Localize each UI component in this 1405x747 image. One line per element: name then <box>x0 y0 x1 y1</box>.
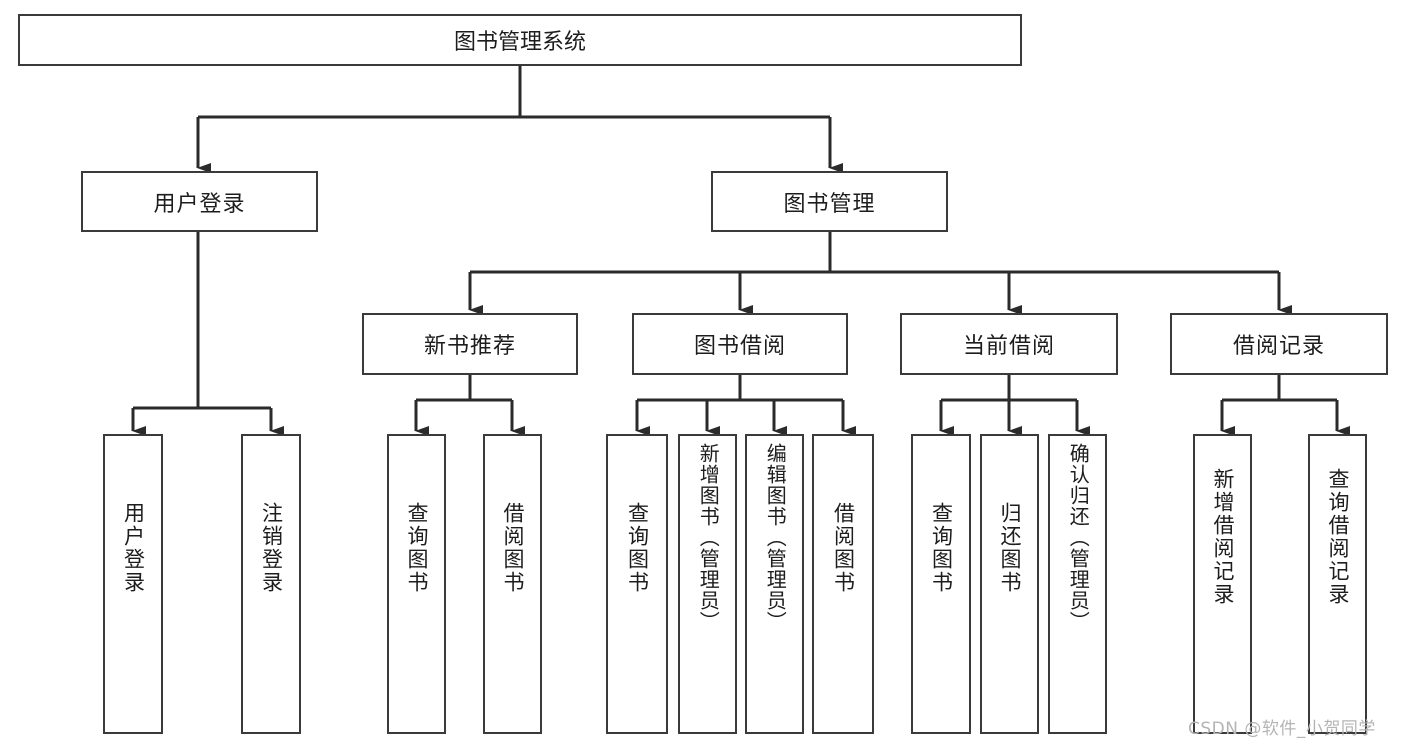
node-leaf-query-book-1[interactable]: 查询图书 <box>387 434 446 734</box>
node-leaf-add-record[interactable]: 新增借阅记录 <box>1193 434 1252 734</box>
node-leaf-confirm-return-label: 确认归还（管理员） <box>1066 443 1091 632</box>
node-leaf-user-login[interactable]: 用户登录 <box>103 434 163 734</box>
node-leaf-query-book-2[interactable]: 查询图书 <box>606 434 668 734</box>
node-leaf-edit-book[interactable]: 编辑图书（管理员） <box>745 434 804 734</box>
node-leaf-query-record-label: 查询借阅记录 <box>1325 468 1350 606</box>
node-book-borrow[interactable]: 图书借阅 <box>632 313 848 375</box>
node-leaf-edit-book-label: 编辑图书（管理员） <box>763 443 788 632</box>
node-borrow-record[interactable]: 借阅记录 <box>1170 313 1388 375</box>
node-user-login[interactable]: 用户登录 <box>81 171 318 232</box>
node-leaf-return-book-label: 归还图书 <box>997 502 1022 594</box>
node-root[interactable]: 图书管理系统 <box>18 14 1022 66</box>
node-leaf-borrow-book-1[interactable]: 借阅图书 <box>483 434 542 734</box>
node-leaf-logout[interactable]: 注销登录 <box>241 434 301 734</box>
node-borrow-record-label: 借阅记录 <box>1232 334 1325 359</box>
node-user-login-label: 用户登录 <box>153 191 246 217</box>
node-leaf-query-book-1-label: 查询图书 <box>404 502 429 594</box>
node-leaf-query-book-2-label: 查询图书 <box>625 502 650 594</box>
node-book-manage[interactable]: 图书管理 <box>711 171 948 232</box>
node-leaf-return-book[interactable]: 归还图书 <box>980 434 1039 734</box>
node-leaf-query-record[interactable]: 查询借阅记录 <box>1308 434 1367 734</box>
node-leaf-user-login-label: 用户登录 <box>121 502 146 594</box>
node-leaf-add-book[interactable]: 新增图书（管理员） <box>678 434 737 734</box>
node-root-label: 图书管理系统 <box>453 30 586 55</box>
node-new-book-recommend-label: 新书推荐 <box>423 334 516 359</box>
node-current-borrow[interactable]: 当前借阅 <box>900 313 1118 375</box>
watermark-text: CSDN @软件_小贺同学 <box>1188 719 1376 739</box>
node-current-borrow-label: 当前借阅 <box>962 334 1055 359</box>
node-leaf-borrow-book-2-label: 借阅图书 <box>831 502 856 594</box>
node-leaf-add-book-label: 新增图书（管理员） <box>696 443 721 632</box>
node-leaf-borrow-book-1-label: 借阅图书 <box>500 502 525 594</box>
node-leaf-confirm-return[interactable]: 确认归还（管理员） <box>1048 434 1107 734</box>
node-book-borrow-label: 图书借阅 <box>693 334 786 359</box>
node-leaf-query-book-3-label: 查询图书 <box>929 502 954 594</box>
node-leaf-add-record-label: 新增借阅记录 <box>1210 468 1235 606</box>
node-new-book-recommend[interactable]: 新书推荐 <box>362 313 578 375</box>
node-book-manage-label: 图书管理 <box>783 191 876 217</box>
node-leaf-query-book-3[interactable]: 查询图书 <box>911 434 971 734</box>
node-leaf-logout-label: 注销登录 <box>259 502 284 594</box>
node-leaf-borrow-book-2[interactable]: 借阅图书 <box>812 434 874 734</box>
